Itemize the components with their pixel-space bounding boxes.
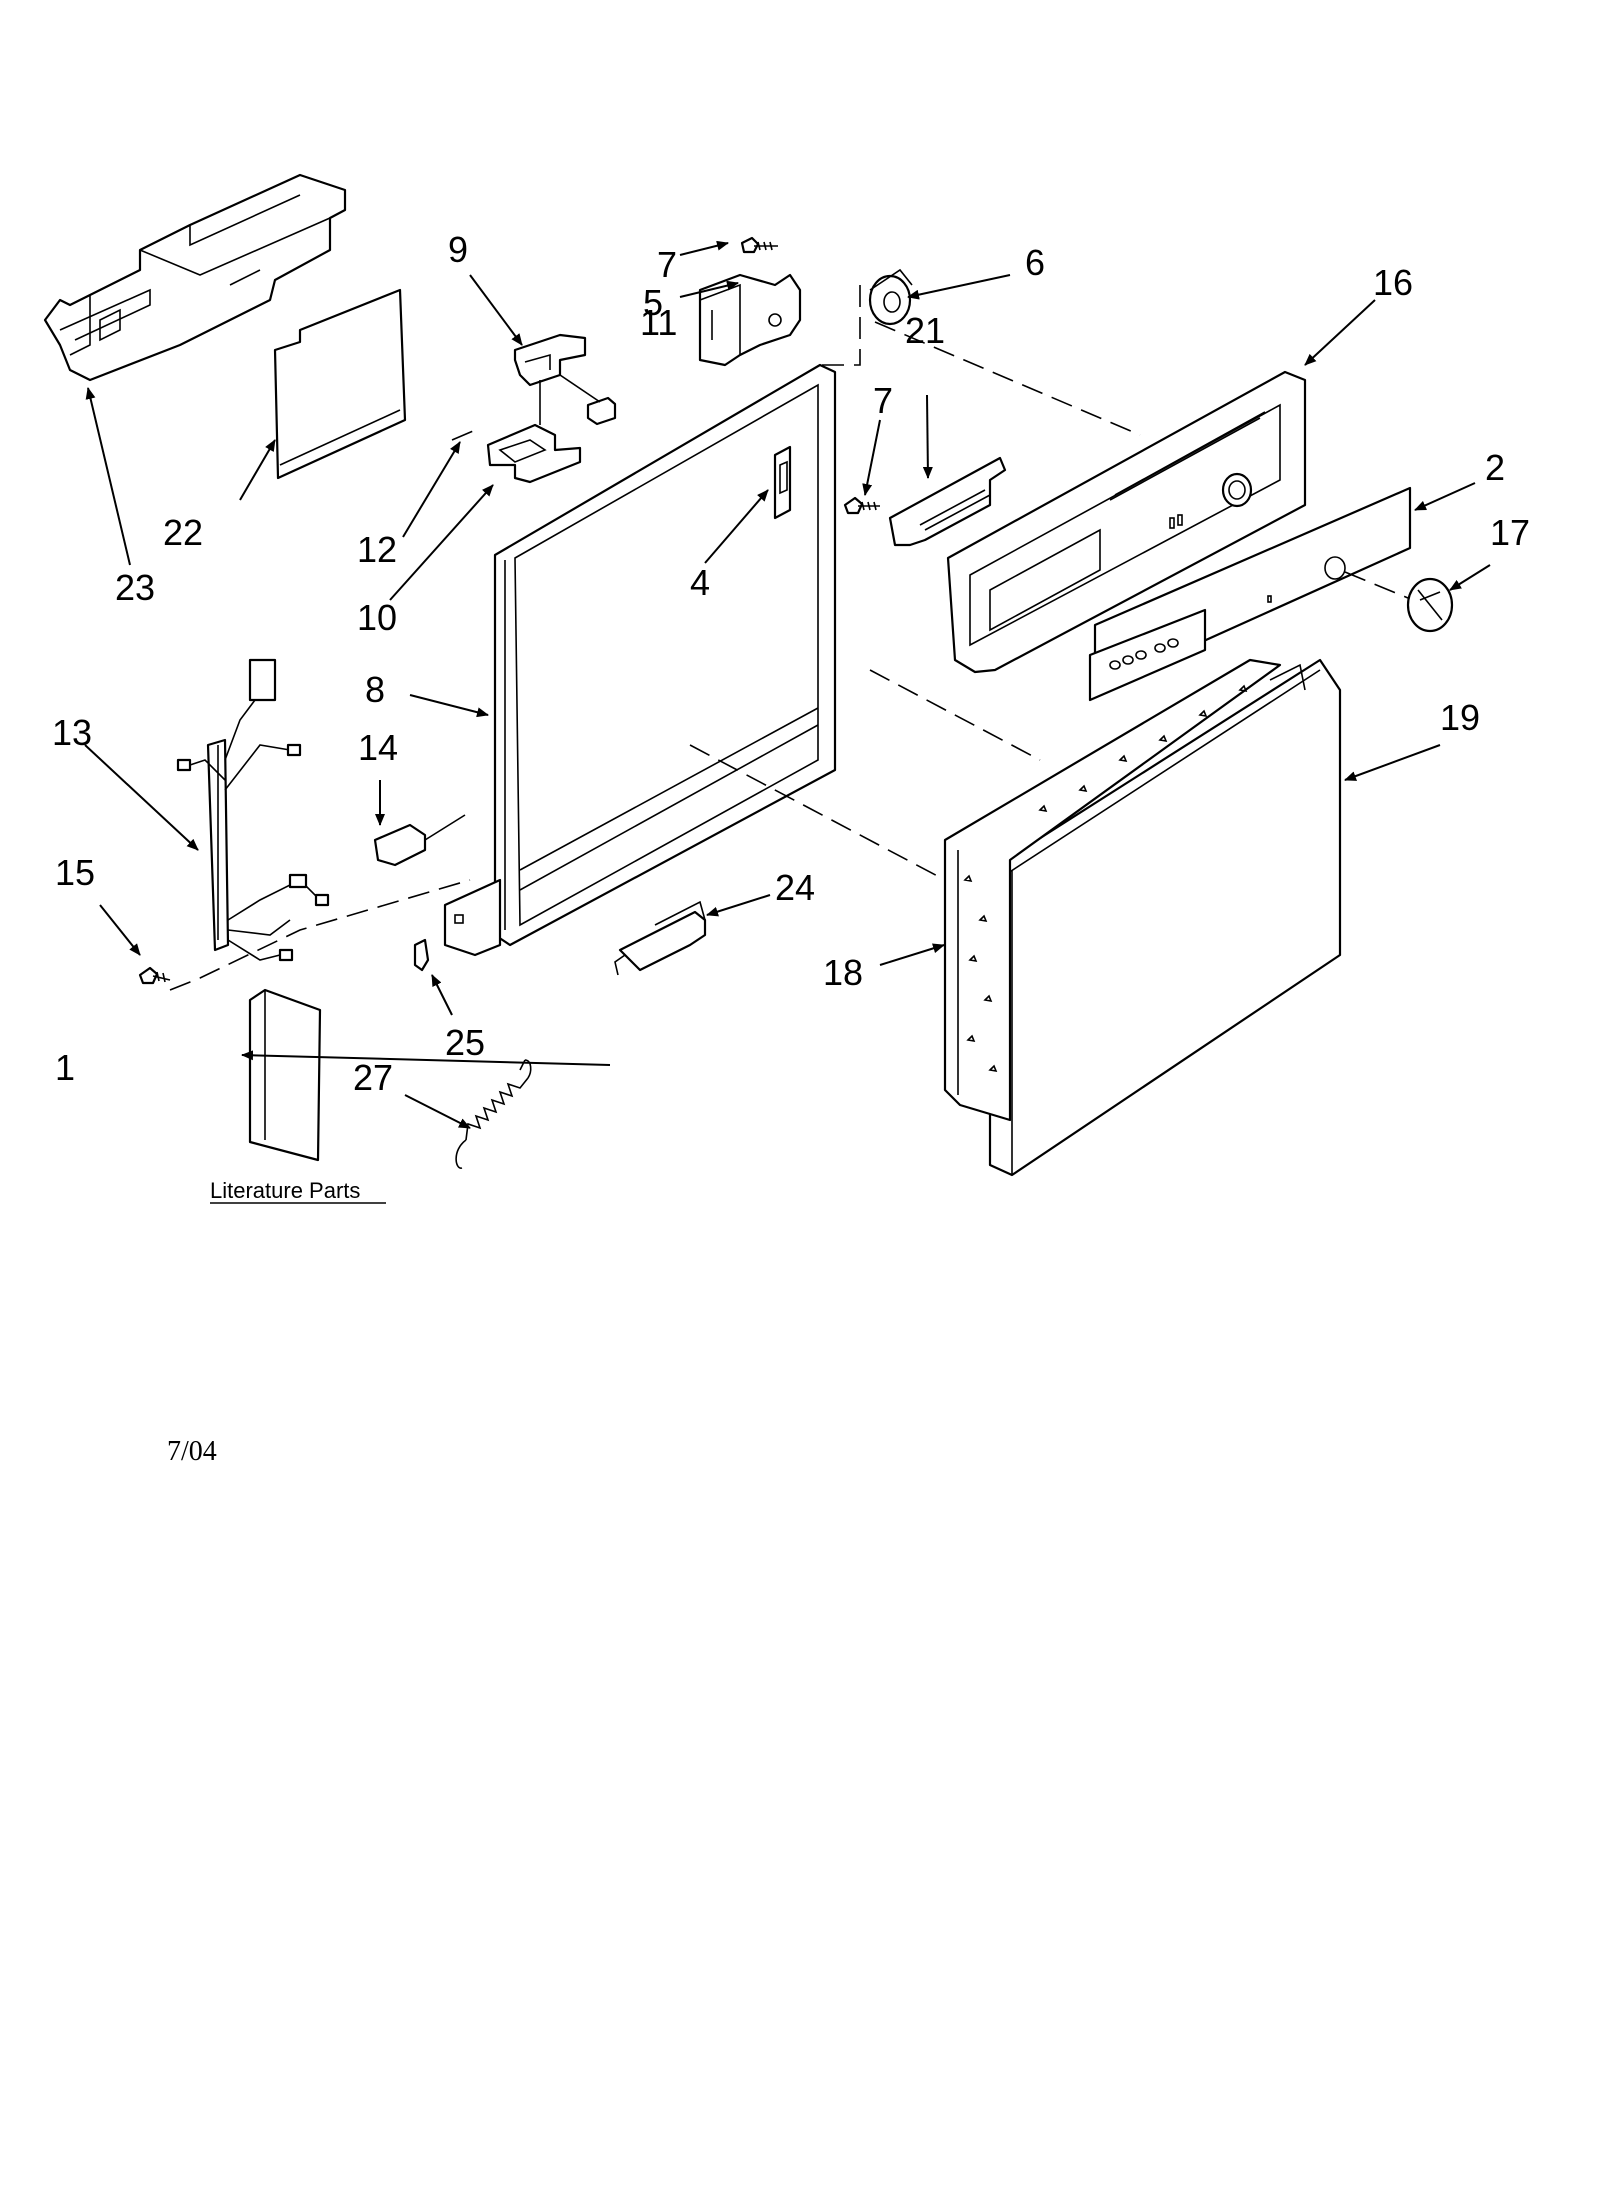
part-21-connector: [888, 456, 1007, 547]
literature-parts-text: Literature Parts: [210, 1178, 360, 1203]
part-22-panel: [273, 288, 407, 480]
leader-dash-15: [169, 879, 471, 991]
part-23-housing: [43, 173, 347, 382]
callout-23: 23: [115, 567, 155, 608]
part-16-console: [946, 370, 1307, 674]
part-11-switch: [559, 374, 617, 426]
callout-13: 13: [52, 712, 92, 753]
part-7-screw-side: [843, 496, 880, 515]
part-10-bracket: [486, 380, 582, 484]
part-12-rod: [451, 427, 481, 441]
part-24-door-stop: [614, 900, 707, 976]
part-13-harness: [176, 658, 330, 962]
part-27-spring: [455, 1059, 532, 1169]
callout-6: 6: [1025, 242, 1045, 283]
callout-2: 2: [1485, 447, 1505, 488]
part-18-insulation: [943, 658, 1282, 1122]
leader-dash-6: [820, 285, 861, 366]
callout-16: 16: [1373, 262, 1413, 303]
part-1-literature: [248, 988, 322, 1162]
part-25-clip: [413, 938, 430, 972]
literature-parts-label: Literature Parts: [210, 1178, 386, 1204]
leader-dash-17: [1344, 571, 1409, 599]
callout-27: 27: [353, 1057, 393, 1098]
part-7-screw-top: [740, 236, 778, 254]
leader-dash-console: [869, 669, 1041, 761]
callout-17: 17: [1490, 512, 1530, 553]
part-15-screw: [138, 966, 171, 985]
callout-12: 12: [357, 529, 397, 570]
callout-22: 22: [163, 512, 203, 553]
leader-arrows: [84, 240, 1491, 1129]
part-19-outer-panel: [988, 658, 1342, 1177]
part-5-bracket: [698, 273, 802, 367]
callout-21: 21: [905, 310, 945, 351]
part-14-inlet: [373, 814, 466, 867]
leader-dash-19: [689, 744, 946, 881]
callout-24: 24: [775, 867, 815, 908]
callout-4: 4: [690, 562, 710, 603]
part-17-knob: [1406, 577, 1454, 633]
date-code: 7/04: [167, 1436, 217, 1467]
callout-15: 15: [55, 852, 95, 893]
callout-7-top: 7: [657, 244, 677, 285]
callout-9: 9: [448, 229, 468, 270]
callout-7-side: 7: [873, 380, 893, 421]
callout-18: 18: [823, 952, 863, 993]
part-9-latch: [513, 333, 587, 387]
callout-19: 19: [1440, 697, 1480, 738]
part-keypad-strip: [1088, 608, 1207, 702]
callout-5: 5: [643, 282, 663, 323]
callout-14: 14: [358, 727, 398, 768]
part-6-cam: [868, 268, 913, 326]
callout-1: 1: [55, 1047, 75, 1088]
callout-11: 11: [640, 302, 677, 343]
callout-10: 10: [357, 597, 397, 638]
callouts: 9 7 5 6 16 11 21 7 2 17 22 12 4 23 10 8 …: [52, 229, 1530, 1098]
leader-dash-16: [874, 321, 1141, 436]
callout-8: 8: [365, 669, 385, 710]
callout-25: 25: [445, 1022, 485, 1063]
